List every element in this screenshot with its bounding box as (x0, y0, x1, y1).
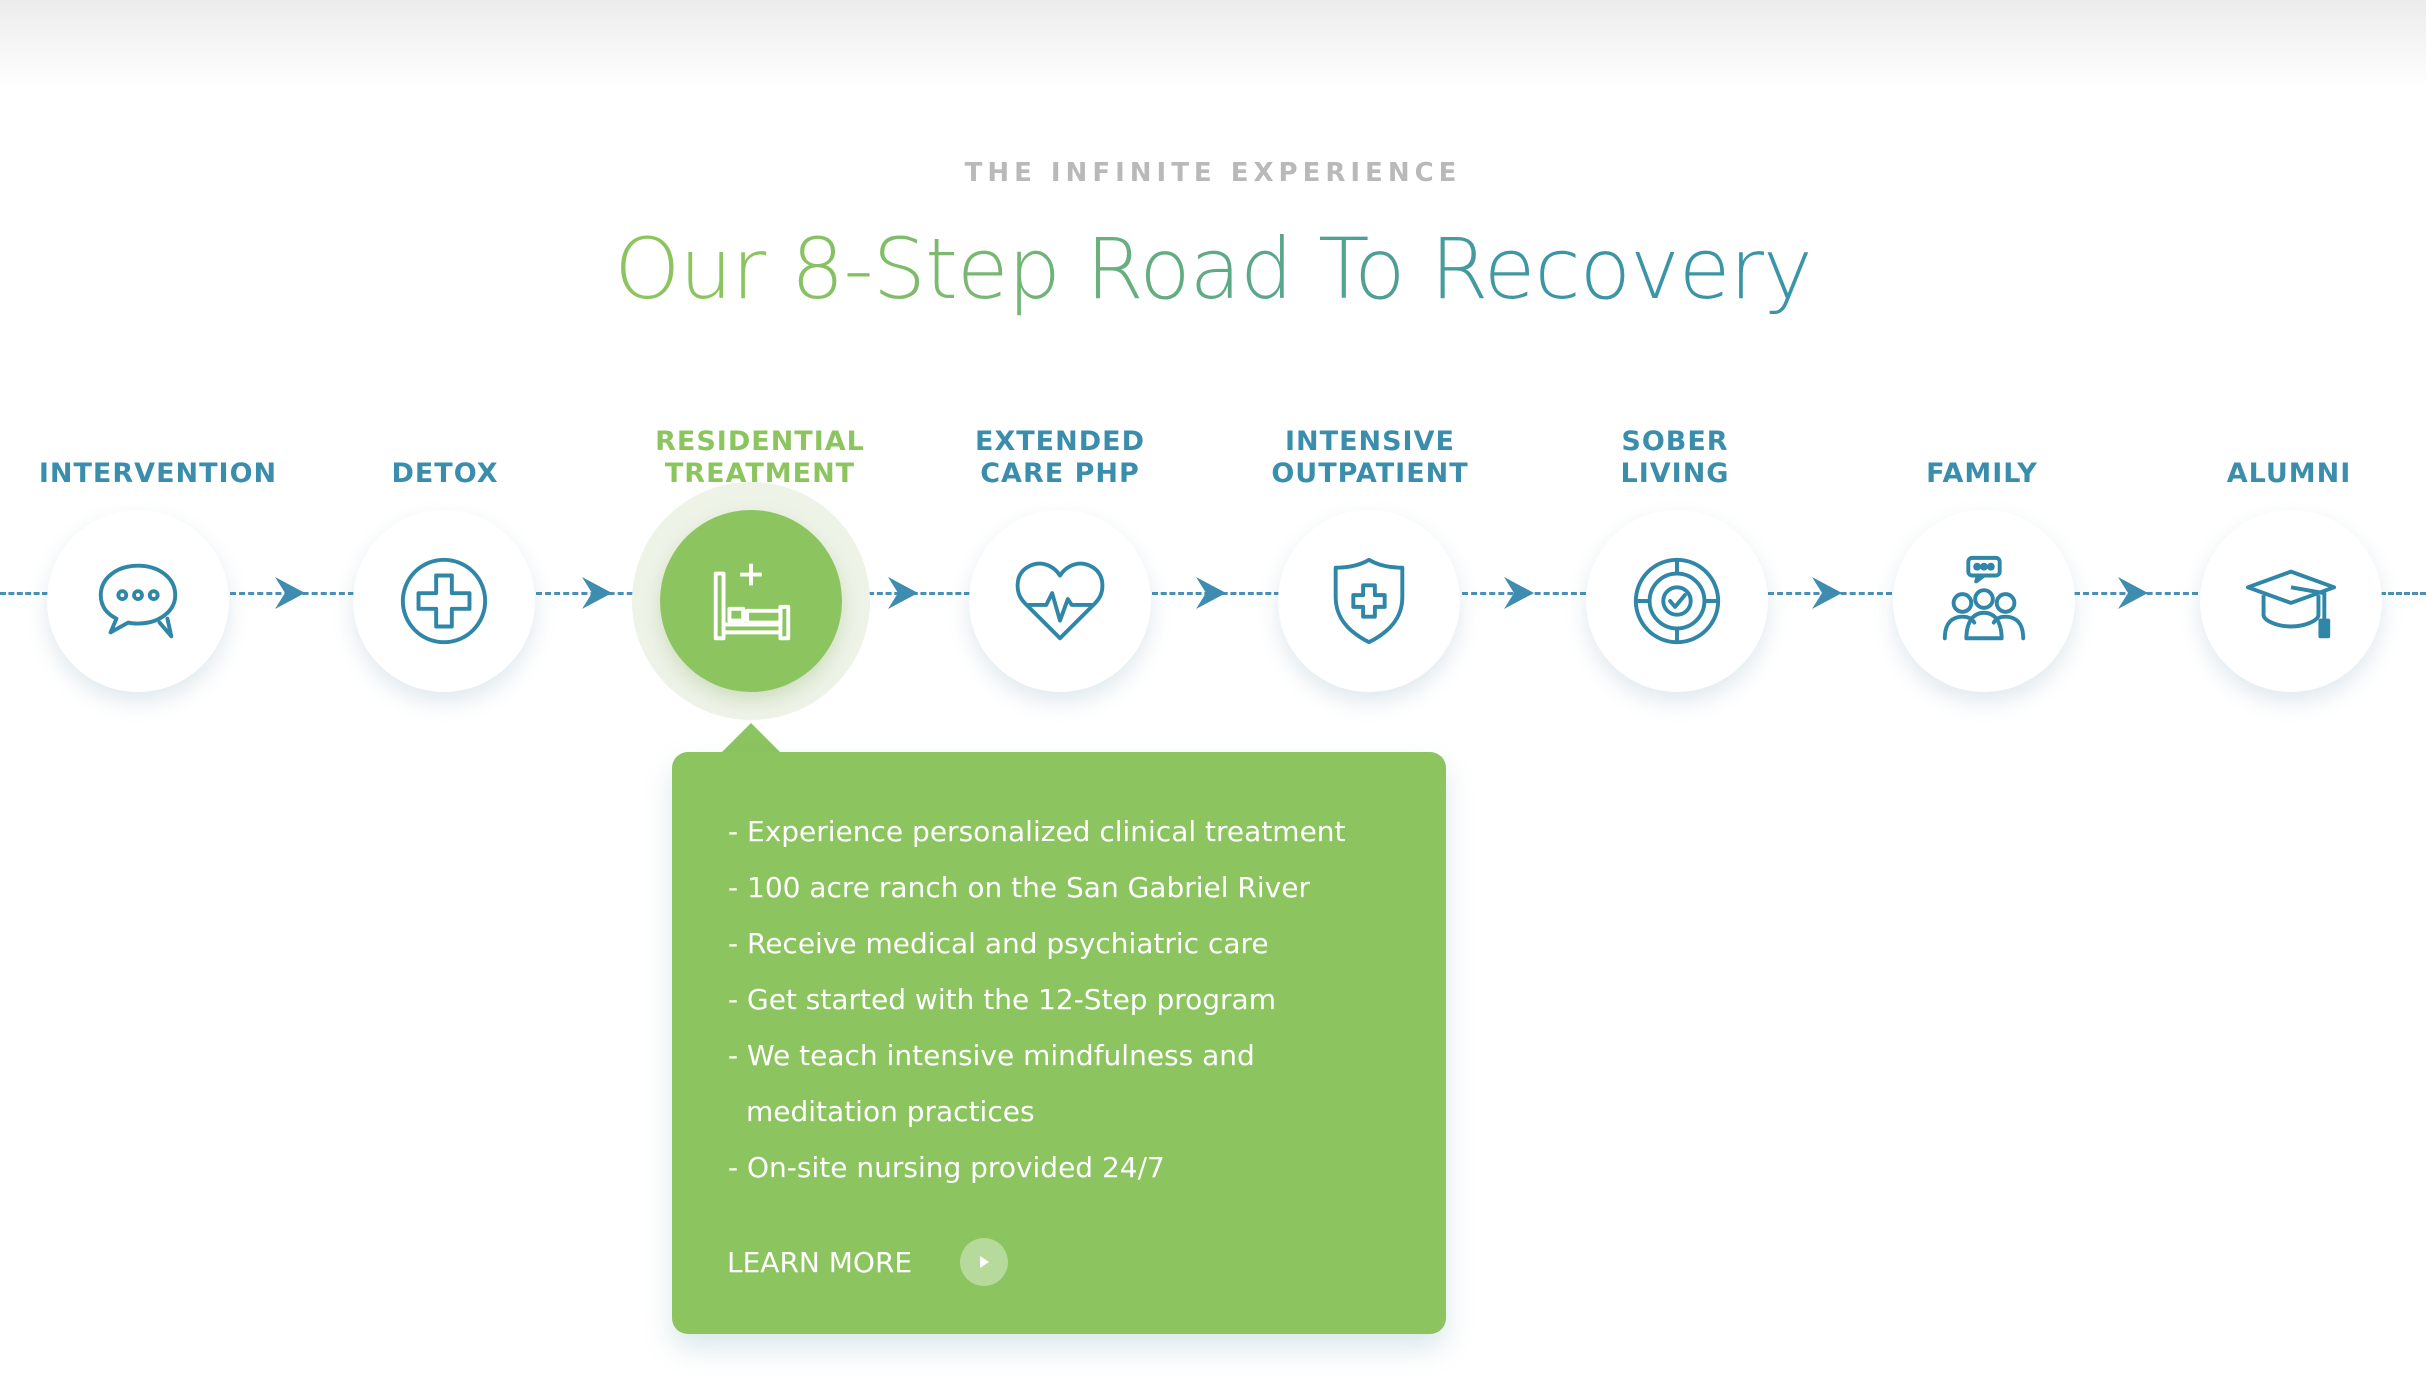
details-item: - We teach intensive mindfulness and med… (728, 1039, 1255, 1128)
step-label-detox[interactable]: DETOX (391, 458, 499, 489)
chevron-right-icon (275, 577, 305, 609)
graduation-cap-icon (2245, 569, 2337, 639)
step-residential-treatment-button[interactable] (660, 510, 842, 692)
section-eyebrow: THE INFINITE EXPERIENCE (964, 158, 1462, 188)
learn-more-label: LEARN MORE (727, 1245, 913, 1279)
step-intensive-outpatient-button[interactable] (1278, 510, 1460, 692)
heartbeat-icon (1015, 561, 1105, 641)
chat-bubbles-icon (98, 563, 178, 639)
step-label-residential-treatment[interactable]: RESIDENTIAL TREATMENT (655, 426, 865, 489)
step-label-sober-living[interactable]: SOBER LIVING (1620, 426, 1730, 489)
chevron-right-icon (1504, 577, 1534, 609)
step-intervention-button[interactable] (47, 510, 229, 692)
family-group-icon (1942, 555, 2026, 641)
step-sober-living-button[interactable] (1586, 510, 1768, 692)
step-label-intervention[interactable]: INTERVENTION (38, 458, 278, 489)
step-label-intensive-outpatient[interactable]: INTENSIVE OUTPATIENT (1271, 426, 1469, 489)
details-item: - Get started with the 12-Step program (728, 983, 1276, 1016)
target-check-icon (1633, 557, 1721, 645)
top-shadow (0, 0, 2426, 90)
connector-line (2380, 592, 2426, 595)
details-item: - On-site nursing provided 24/7 (728, 1151, 1165, 1184)
play-button[interactable] (960, 1238, 1009, 1286)
step-label-extended-care-php[interactable]: EXTENDED CARE PHP (975, 426, 1145, 489)
details-item: - Receive medical and psychiatric care (728, 927, 1269, 960)
popover-pointer (721, 723, 781, 753)
shield-cross-icon (1333, 557, 1405, 645)
step-alumni-button[interactable] (2200, 510, 2382, 692)
chevron-right-icon (1812, 577, 1842, 609)
learn-more-link[interactable]: LEARN MORE (727, 1238, 1009, 1286)
chevron-right-icon (888, 577, 918, 609)
chevron-right-icon (2118, 577, 2148, 609)
medical-cross-icon (400, 557, 488, 645)
chevron-right-icon (1196, 577, 1226, 609)
connector-line (0, 592, 48, 595)
hospital-bed-icon (713, 563, 791, 641)
step-label-family[interactable]: FAMILY (1926, 458, 2038, 489)
step-family-button[interactable] (1893, 510, 2075, 692)
step-label-alumni[interactable]: ALUMNI (2226, 458, 2352, 489)
page-title: Our 8-Step Road To Recovery (0, 220, 2426, 318)
step-details-panel: - Experience personalized clinical treat… (672, 752, 1446, 1334)
details-list: - Experience personalized clinical treat… (728, 804, 1388, 1196)
play-icon (980, 1256, 990, 1268)
details-item: - Experience personalized clinical treat… (728, 815, 1346, 848)
details-item: - 100 acre ranch on the San Gabriel Rive… (728, 871, 1310, 904)
chevron-right-icon (582, 577, 612, 609)
step-extended-care-php-button[interactable] (969, 510, 1151, 692)
step-detox-button[interactable] (353, 510, 535, 692)
